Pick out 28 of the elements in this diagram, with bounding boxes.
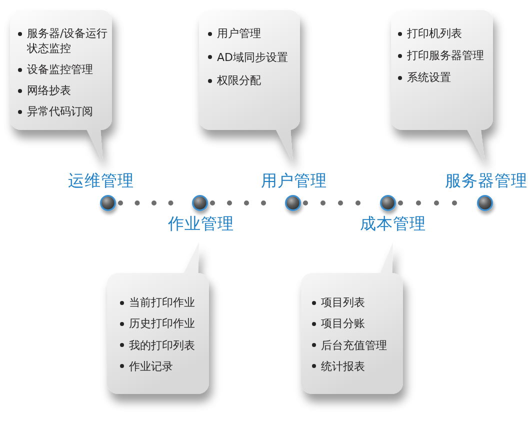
stage-label: 服务器管理 [445,171,528,190]
stage-label: 成本管理 [360,214,426,233]
stage-label: 用户管理 [261,171,327,190]
list-item: 项目分账 [321,316,366,332]
list-item: 统计报表 [321,358,366,374]
list-item: 权限分配 [217,73,262,88]
list-item: 打印服务器管理 [407,48,485,63]
list-item: 用户管理 [217,26,262,41]
list-item: 系统设置 [407,70,452,85]
list-item: AD域同步设置 [217,50,289,64]
list-item: 我的打印列表 [129,338,196,353]
list-item: 服务器/设备运行状态监控 [27,26,109,56]
list-item: 设备监控管理 [27,62,94,77]
milestone-circle [379,194,397,212]
list-item: 异常代码订阅 [27,104,94,119]
list-item: 打印机列表 [407,26,463,41]
milestone-circle [191,194,209,212]
list-item: 作业记录 [129,358,174,374]
list-item: 历史打印作业 [129,316,196,332]
list-item: 项目列表 [321,295,366,310]
stage-label: 作业管理 [168,214,234,233]
milestone-circle [99,194,117,212]
milestone-circle [476,194,494,212]
milestone-circle [284,194,302,212]
list-item: 当前打印作业 [129,295,196,310]
list-item: 网络抄表 [27,83,72,98]
stage-label: 运维管理 [68,171,134,190]
list-item: 后台充值管理 [321,338,388,353]
